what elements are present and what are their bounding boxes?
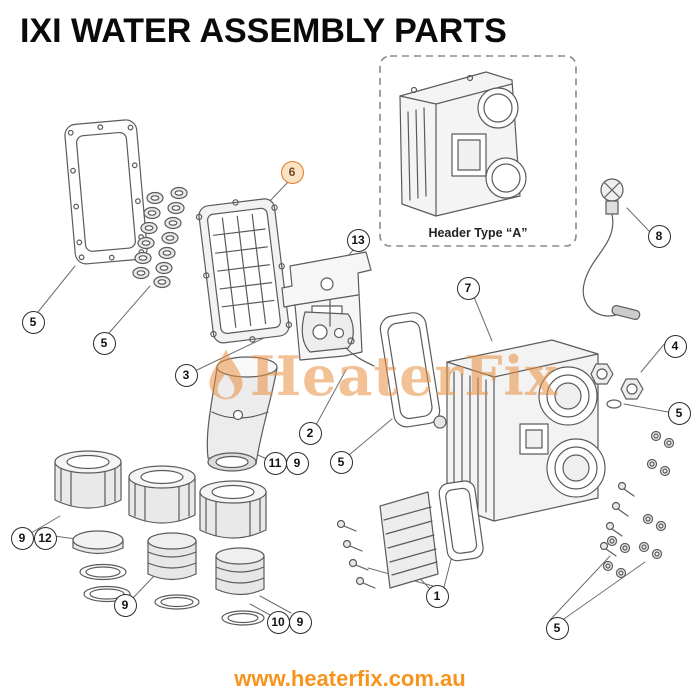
o-ring-set — [132, 186, 188, 289]
callout-9: 9 — [113, 593, 137, 617]
panel-gasket — [64, 119, 148, 265]
inset-heat-exchanger — [399, 71, 527, 217]
thermostat-sensor — [582, 178, 641, 320]
callout-8: 8 — [647, 224, 671, 248]
o-ring-c — [221, 610, 265, 626]
callout-12: 12 — [33, 526, 57, 550]
manifold-screws — [336, 519, 376, 589]
callout-5: 5 — [21, 310, 45, 334]
callout-9: 9 — [288, 610, 312, 634]
screws-right — [599, 481, 635, 557]
callout-9: 9 — [10, 526, 34, 550]
end-cap — [72, 530, 124, 555]
callout-5: 5 — [329, 450, 353, 474]
callout-11: 11 — [263, 451, 287, 475]
fastener-washers — [602, 430, 675, 579]
callout-7: 7 — [456, 276, 480, 300]
heat-exchanger — [433, 339, 606, 522]
union-nut-a — [54, 450, 122, 509]
callout-6: 6 — [280, 160, 304, 184]
inset-caption: Header Type “A” — [428, 226, 528, 240]
callout-3: 3 — [174, 363, 198, 387]
union-nut-b — [128, 465, 196, 524]
callout-1: 1 — [425, 584, 449, 608]
flue-gasket — [379, 312, 441, 428]
manifold-gasket — [438, 480, 484, 562]
coupling-sleeve-c — [215, 547, 265, 596]
callout-5: 5 — [545, 616, 569, 640]
pilot-assembly — [301, 299, 375, 367]
coupling-sleeve-b — [147, 532, 197, 581]
callout-9: 9 — [285, 451, 309, 475]
o-ring-b — [154, 594, 200, 610]
callout-10: 10 — [266, 610, 290, 634]
page-title: IXI WATER ASSEMBLY PARTS — [20, 12, 507, 50]
burner-manifold — [379, 491, 439, 589]
callout-2: 2 — [298, 421, 322, 445]
bypass-fittings — [590, 363, 644, 409]
callout-13: 13 — [346, 228, 370, 252]
callout-4: 4 — [663, 334, 687, 358]
front-cover — [195, 198, 293, 344]
callout-5: 5 — [92, 331, 116, 355]
footer-url: www.heaterfix.com.au — [234, 666, 466, 691]
union-nut-c — [199, 480, 267, 539]
callout-5: 5 — [667, 401, 691, 425]
